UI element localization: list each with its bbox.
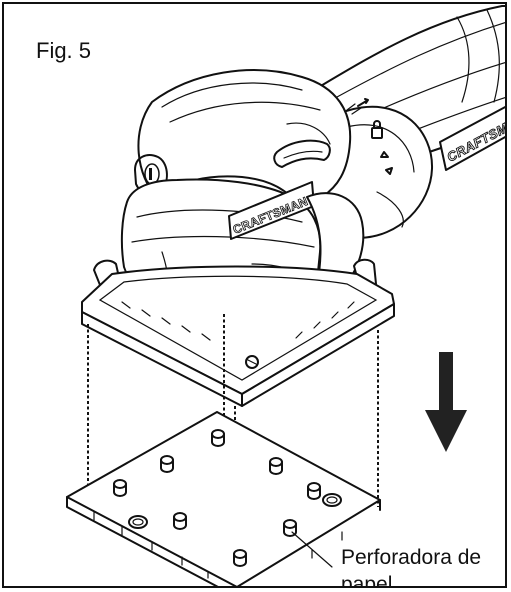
callout-line-2: papel <box>341 573 393 588</box>
speed-switch-markings <box>346 98 393 175</box>
sander-body: CRAFTSMAN <box>120 5 505 313</box>
down-arrow-icon <box>425 352 467 452</box>
paper-punch-plate <box>66 411 381 586</box>
callout-line-1: Perforadora de <box>341 546 482 569</box>
figure-frame: CRAFTSMAN <box>2 2 507 588</box>
punch-pins <box>113 429 321 567</box>
figure-label: Fig. 5 <box>36 38 92 63</box>
part-callout: Perforadora de papel <box>341 544 482 588</box>
sander-illustration: CRAFTSMAN <box>66 5 505 586</box>
padlock-icon <box>371 120 383 139</box>
sander-base <box>81 258 395 407</box>
